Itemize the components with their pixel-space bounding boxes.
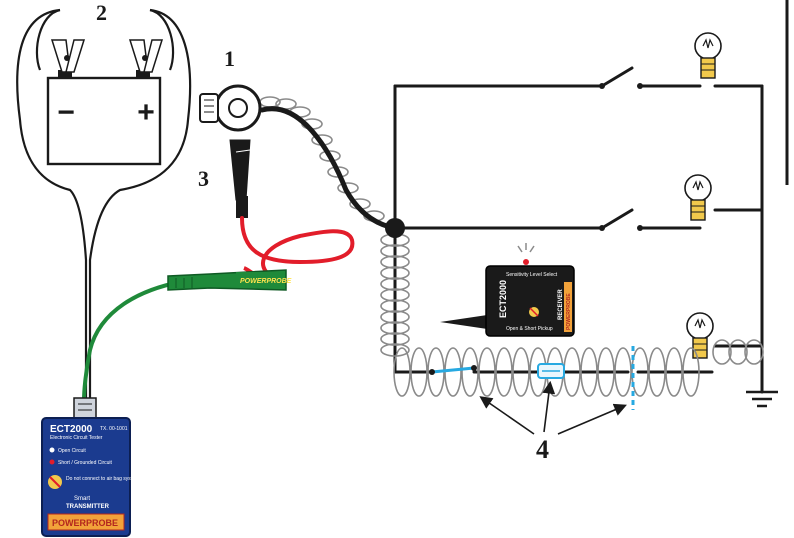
signal-coil-loop [410,347,428,397]
receiver-pickup: Open & Short Pickup [506,326,553,332]
battery-negative-label: − [57,96,75,129]
receiver-name: RECEIVER [558,289,564,320]
signal-coil-loop [380,299,410,313]
cable-clamp-assembly [199,84,405,238]
transmitter-lead-assembly: POWERPROBE [82,269,292,402]
signal-coil-loop [380,310,410,324]
clip-lead-assembly [229,139,355,284]
transmitter-model: ECT2000 [50,424,93,435]
signal-coil-loop [712,339,732,365]
signal-coils [259,96,764,397]
switch-middle [599,208,643,231]
battery-body [46,76,162,166]
signal-coil-loop [478,347,496,397]
receiver-led [523,259,529,265]
signal-coil-loop [380,288,410,302]
battery-positive-label: + [137,96,155,129]
signal-coil-loop [461,347,479,397]
signal-coil-loop [631,347,649,397]
alligator-clip-icon [229,139,251,201]
battery-assembly: − + [16,8,192,400]
signal-coil-loop [597,347,615,397]
receiver-brand: POWERPROBE [566,293,572,330]
battery-cable-left [16,8,88,400]
switch-top [599,66,643,89]
label-battery: 2 [96,0,107,25]
transmitter-brand: POWERPROBE [52,518,118,528]
connection-node [385,218,405,238]
signal-coil-loop [380,255,410,269]
receiver-antenna [440,314,494,330]
transmitter-subtitle: Electronic Circuit Tester [50,435,103,441]
bulb-bottom-icon [686,312,714,359]
bulb-middle-icon [684,174,712,221]
receiver-device: Sensitivity Level Select ECT2000 RECEIVE… [440,243,575,337]
receiver-body [485,265,575,337]
fault-short-to-ground [431,366,475,374]
signal-coil-loop [682,347,700,397]
label-cable-clamp: 1 [224,46,235,71]
transmitter-status-open: Open Circuit [58,448,86,454]
signal-coil-loop [614,347,632,397]
probe-brand: POWERPROBE [240,278,292,285]
battery-cable-right [88,8,192,400]
signal-coil-loop [580,347,598,397]
bulb-top-icon [694,32,722,79]
signal-coil-loop [512,347,530,397]
signal-coil-loop [380,343,410,357]
transmitter-name-line1: Smart [74,496,90,502]
label-clip-lead: 3 [198,166,209,191]
transmitter-warning: Do not connect to air bag system [66,476,139,482]
transmitter-body [41,417,131,537]
signal-coil-loop [665,347,683,397]
signal-coil-loop [393,347,411,397]
transmitter-status-short: Short / Grounded Circuit [58,460,113,466]
signal-coil-loop [380,321,410,335]
signal-coil-loop [380,266,410,280]
transmitter-name-line2: TRANSMITTER [66,504,110,510]
signal-coil-loop [744,339,764,365]
red-lead [240,216,355,284]
negative-clamp-icon [50,39,86,73]
receiver-model: ECT2000 [498,280,508,318]
signal-coil-loop [728,339,748,365]
signal-coil-loop [380,332,410,346]
transmitter-model-number: TX. 00-1001 [100,426,128,432]
green-lead [82,280,182,402]
signal-coil-loop [380,244,410,258]
fault-markers [429,346,635,410]
positive-clamp-icon [128,39,164,73]
signal-coil-loop [380,277,410,291]
ground-icon [746,390,778,408]
label-faults: 4 [536,435,549,464]
signal-coil-loop [495,347,513,397]
transmitter-device: ECT2000 TX. 00-1001 Electronic Circuit T… [41,397,139,537]
receiver-sensitivity: Sensitivity Level Select [506,272,558,278]
signal-coil-loop [648,347,666,397]
short-indicator-led [49,459,55,465]
fault-arrows [479,380,627,435]
black-lead [259,106,398,231]
